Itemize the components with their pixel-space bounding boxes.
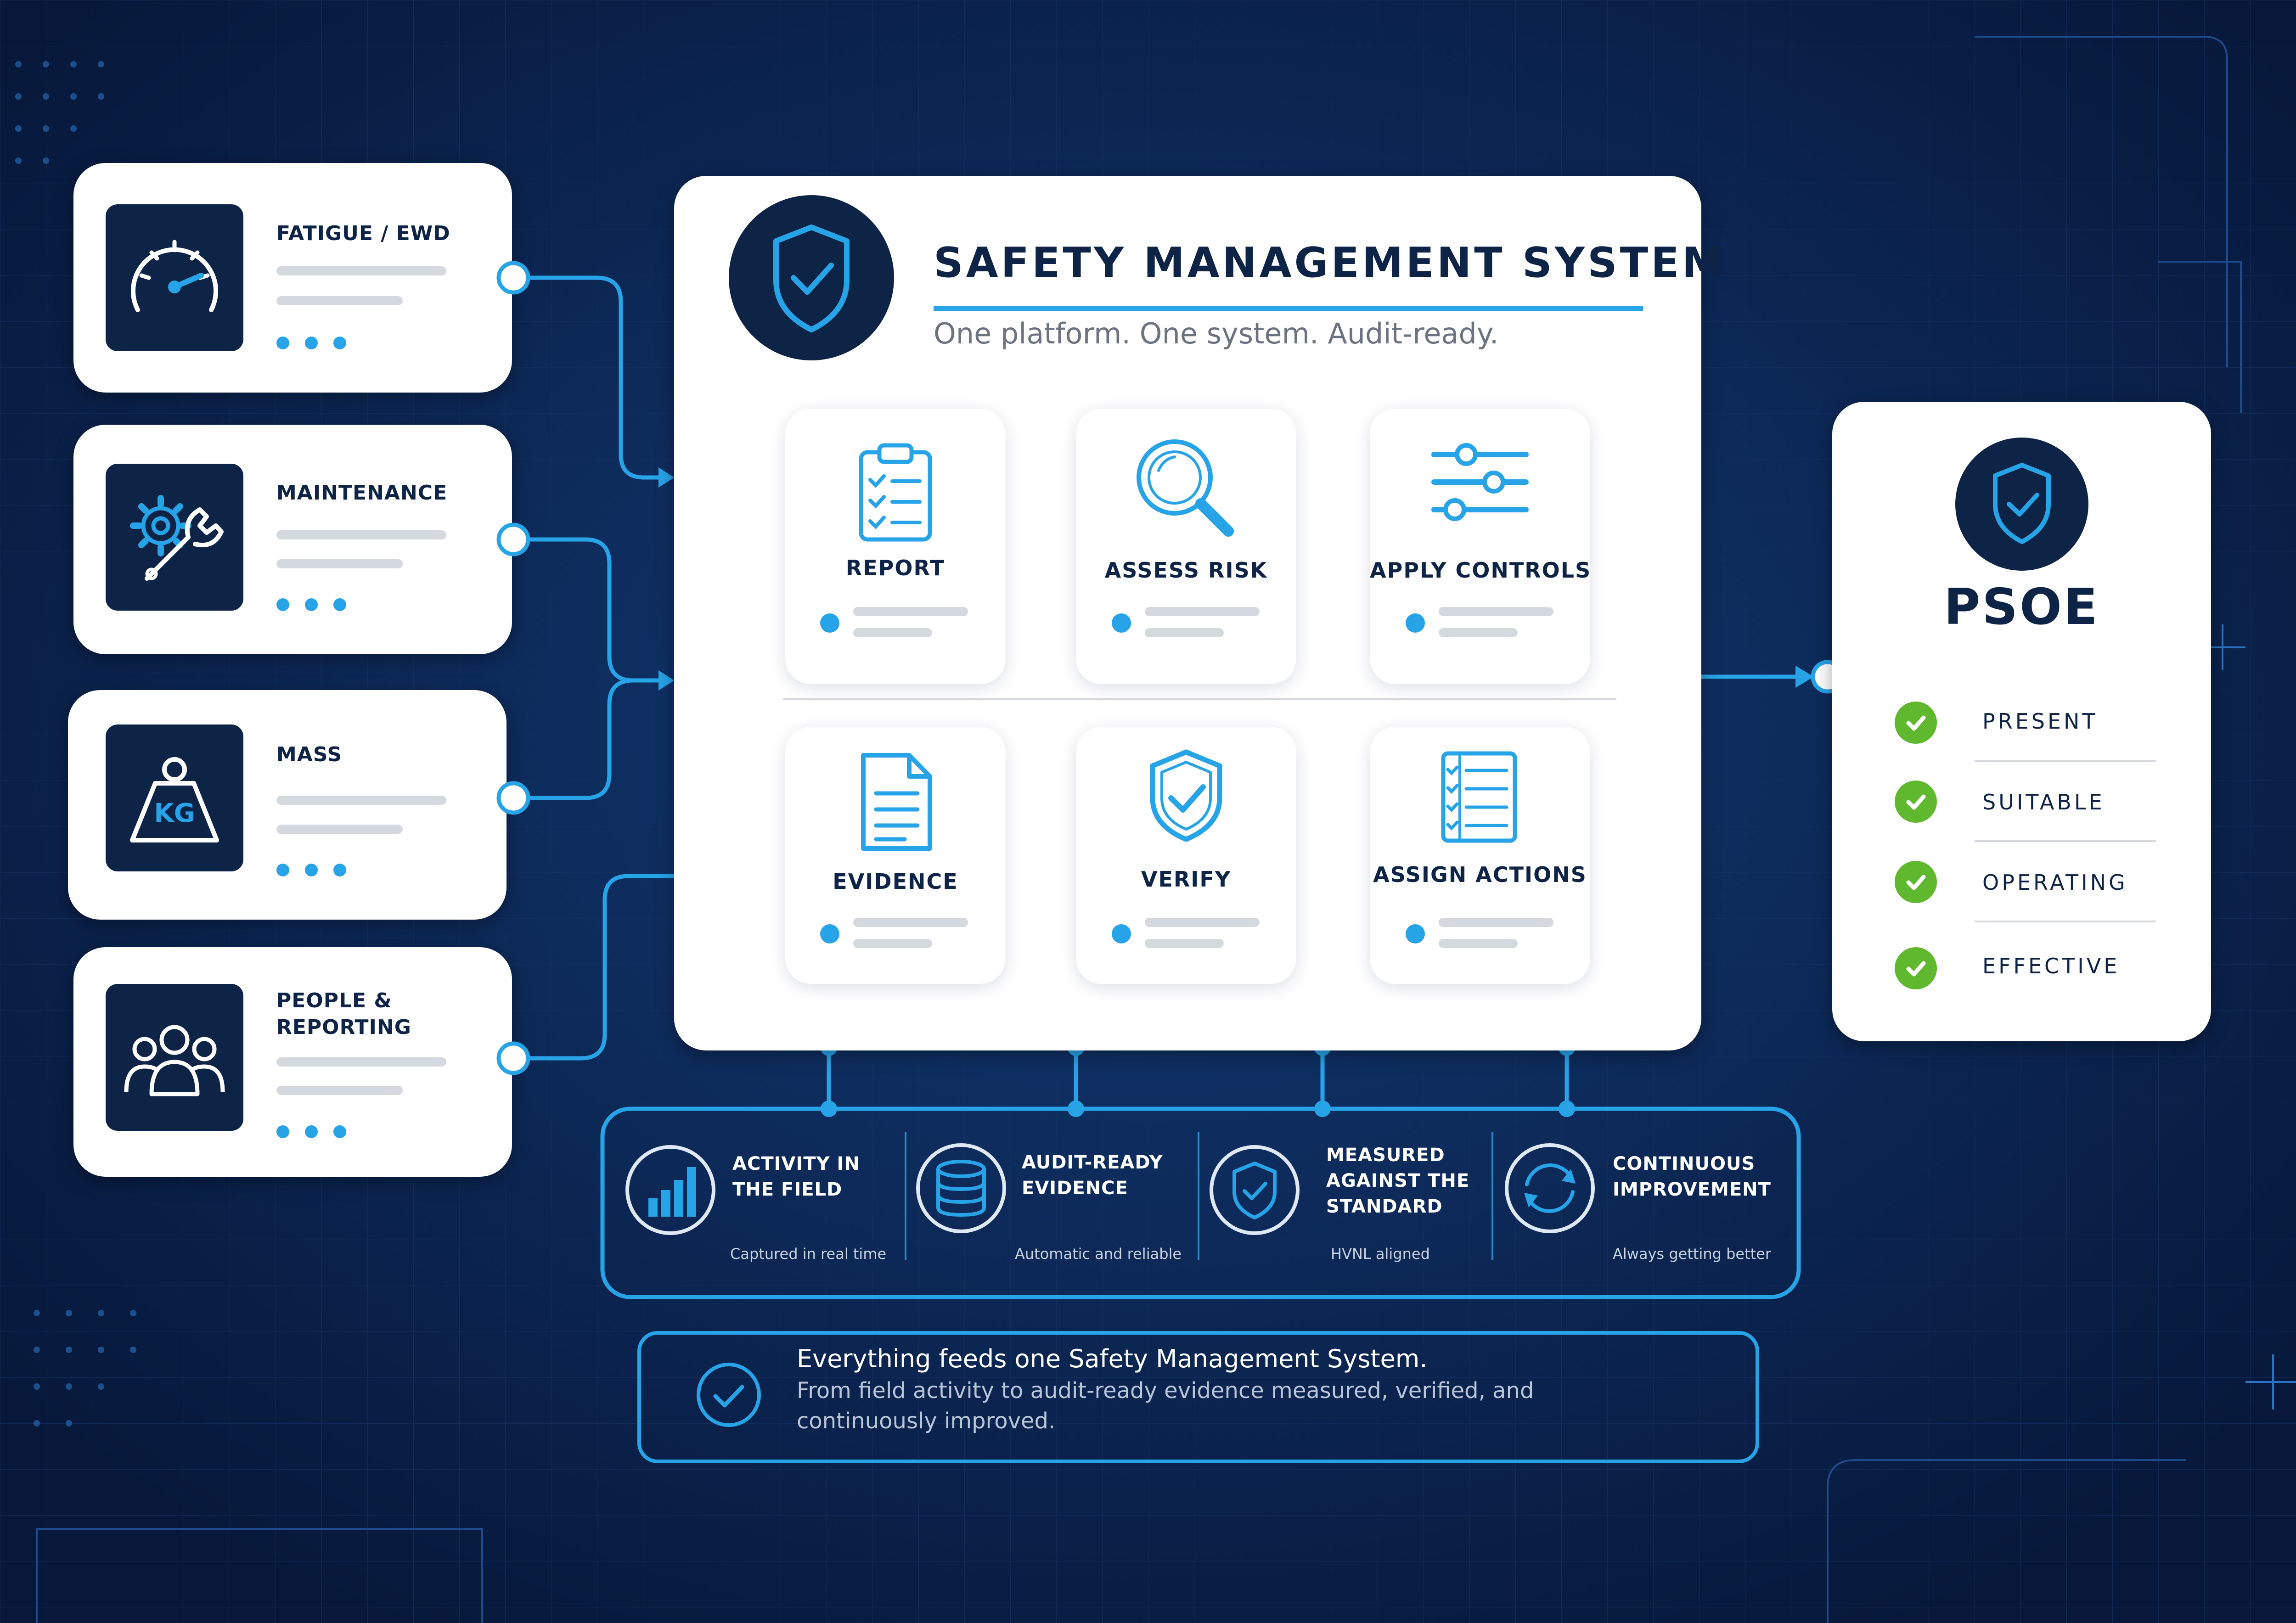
feature-subtitle: Always getting better <box>1613 1245 1772 1263</box>
check-icon <box>1895 861 1937 903</box>
feature-subtitle: Captured in real time <box>730 1245 887 1263</box>
placeholder-line <box>276 1086 403 1095</box>
bar-chart-icon <box>625 1145 715 1235</box>
check-circle-icon <box>697 1363 761 1427</box>
step-label: ASSESS RISK <box>1104 558 1268 583</box>
placeholder-line <box>276 559 403 568</box>
feature-title: ACTIVITY IN THE FIELD <box>732 1153 860 1200</box>
sms-subtitle: One platform. One system. Audit-ready. <box>934 317 1499 350</box>
status-dot <box>1406 924 1425 943</box>
weight-icon: KG <box>106 724 243 871</box>
banner-headline: Everything feeds one Safety Management S… <box>797 1344 1428 1373</box>
speedometer-icon <box>106 204 243 351</box>
source-title: MASS <box>276 743 343 766</box>
check-icon <box>1895 702 1937 744</box>
source-card-people[interactable]: PEOPLE & REPORTING <box>73 947 512 1177</box>
divider <box>1975 921 2156 922</box>
placeholder-line <box>1439 607 1553 616</box>
step-report[interactable]: REPORT <box>785 409 1006 684</box>
sms-title: SAFETY MANAGEMENT SYSTEM <box>934 239 1726 287</box>
database-icon <box>916 1143 1006 1233</box>
psoe-item-effective: EFFECTIVE <box>1982 954 2120 978</box>
more-dots-icon <box>276 337 346 349</box>
placeholder-line <box>276 825 403 834</box>
step-verify[interactable]: VERIFY <box>1076 727 1296 984</box>
shield-check-icon <box>1210 1145 1300 1235</box>
placeholder-line <box>853 628 932 637</box>
psoe-item-suitable: SUITABLE <box>1982 790 2105 814</box>
placeholder-line <box>1145 607 1260 616</box>
banner-description: From field activity to audit-ready evide… <box>797 1378 1534 1434</box>
refresh-icon <box>1505 1143 1595 1233</box>
placeholder-line <box>276 296 403 305</box>
divider <box>1975 840 2156 842</box>
people-icon <box>106 984 243 1131</box>
gear-wrench-icon <box>106 464 243 611</box>
placeholder-line <box>853 939 932 948</box>
placeholder-line <box>1145 918 1260 927</box>
feature-title: CONTINUOUS IMPROVEMENT <box>1613 1153 1771 1200</box>
status-dot <box>820 613 839 633</box>
psoe-title: PSOE <box>1944 578 2099 636</box>
step-apply-controls[interactable]: APPLY CONTROLS <box>1370 409 1590 684</box>
source-title: FATIGUE / EWD <box>276 222 450 245</box>
placeholder-line <box>853 607 968 616</box>
more-dots-icon <box>276 1125 346 1138</box>
placeholder-line <box>276 530 446 539</box>
sliders-icon <box>1431 443 1529 521</box>
step-label: VERIFY <box>1141 867 1232 892</box>
placeholder-line <box>1145 939 1224 948</box>
step-label: APPLY CONTROLS <box>1370 558 1592 583</box>
step-assess-risk[interactable]: ASSESS RISK <box>1076 409 1296 684</box>
source-title: MAINTENANCE <box>276 481 448 505</box>
status-dot <box>1406 613 1425 633</box>
psoe-item-operating: OPERATING <box>1982 870 2128 895</box>
shield-check-icon <box>1150 749 1222 842</box>
step-assign-actions[interactable]: ASSIGN ACTIONS <box>1370 727 1590 984</box>
placeholder-line <box>276 796 446 805</box>
source-card-mass[interactable]: KG MASS <box>68 690 506 920</box>
feature-subtitle: HVNL aligned <box>1331 1245 1430 1263</box>
step-evidence[interactable]: EVIDENCE <box>785 727 1006 984</box>
document-icon <box>861 753 932 851</box>
source-card-fatigue[interactable]: FATIGUE / EWD <box>73 163 512 393</box>
check-icon <box>1895 781 1937 823</box>
more-dots-icon <box>276 864 346 876</box>
feature-subtitle: Automatic and reliable <box>1015 1245 1182 1263</box>
status-dot <box>1112 924 1131 943</box>
placeholder-line <box>1439 939 1518 948</box>
feature-title: MEASURED AGAINST THE STANDARD <box>1326 1145 1470 1217</box>
status-dot <box>1112 613 1131 633</box>
placeholder-line <box>276 266 446 275</box>
divider <box>1975 760 2156 762</box>
placeholder-line <box>276 1057 446 1067</box>
source-card-maintenance[interactable]: MAINTENANCE <box>73 425 512 654</box>
more-dots-icon <box>276 598 346 611</box>
checklist-icon <box>1441 751 1517 843</box>
source-title: PEOPLE & REPORTING <box>276 989 411 1039</box>
status-dot <box>820 924 839 943</box>
magnifier-icon <box>1137 439 1234 537</box>
step-label: REPORT <box>845 556 945 580</box>
step-label: ASSIGN ACTIONS <box>1373 862 1587 887</box>
placeholder-line <box>1439 628 1518 637</box>
placeholder-line <box>853 918 968 927</box>
step-label: EVIDENCE <box>833 869 958 894</box>
clipboard-icon <box>859 443 932 542</box>
placeholder-line <box>1145 628 1224 637</box>
feature-title: AUDIT-READY EVIDENCE <box>1022 1152 1163 1199</box>
check-icon <box>1895 947 1937 989</box>
weight-icon-text: KG <box>154 798 195 828</box>
placeholder-line <box>1439 918 1553 927</box>
psoe-item-present: PRESENT <box>1982 709 2098 734</box>
